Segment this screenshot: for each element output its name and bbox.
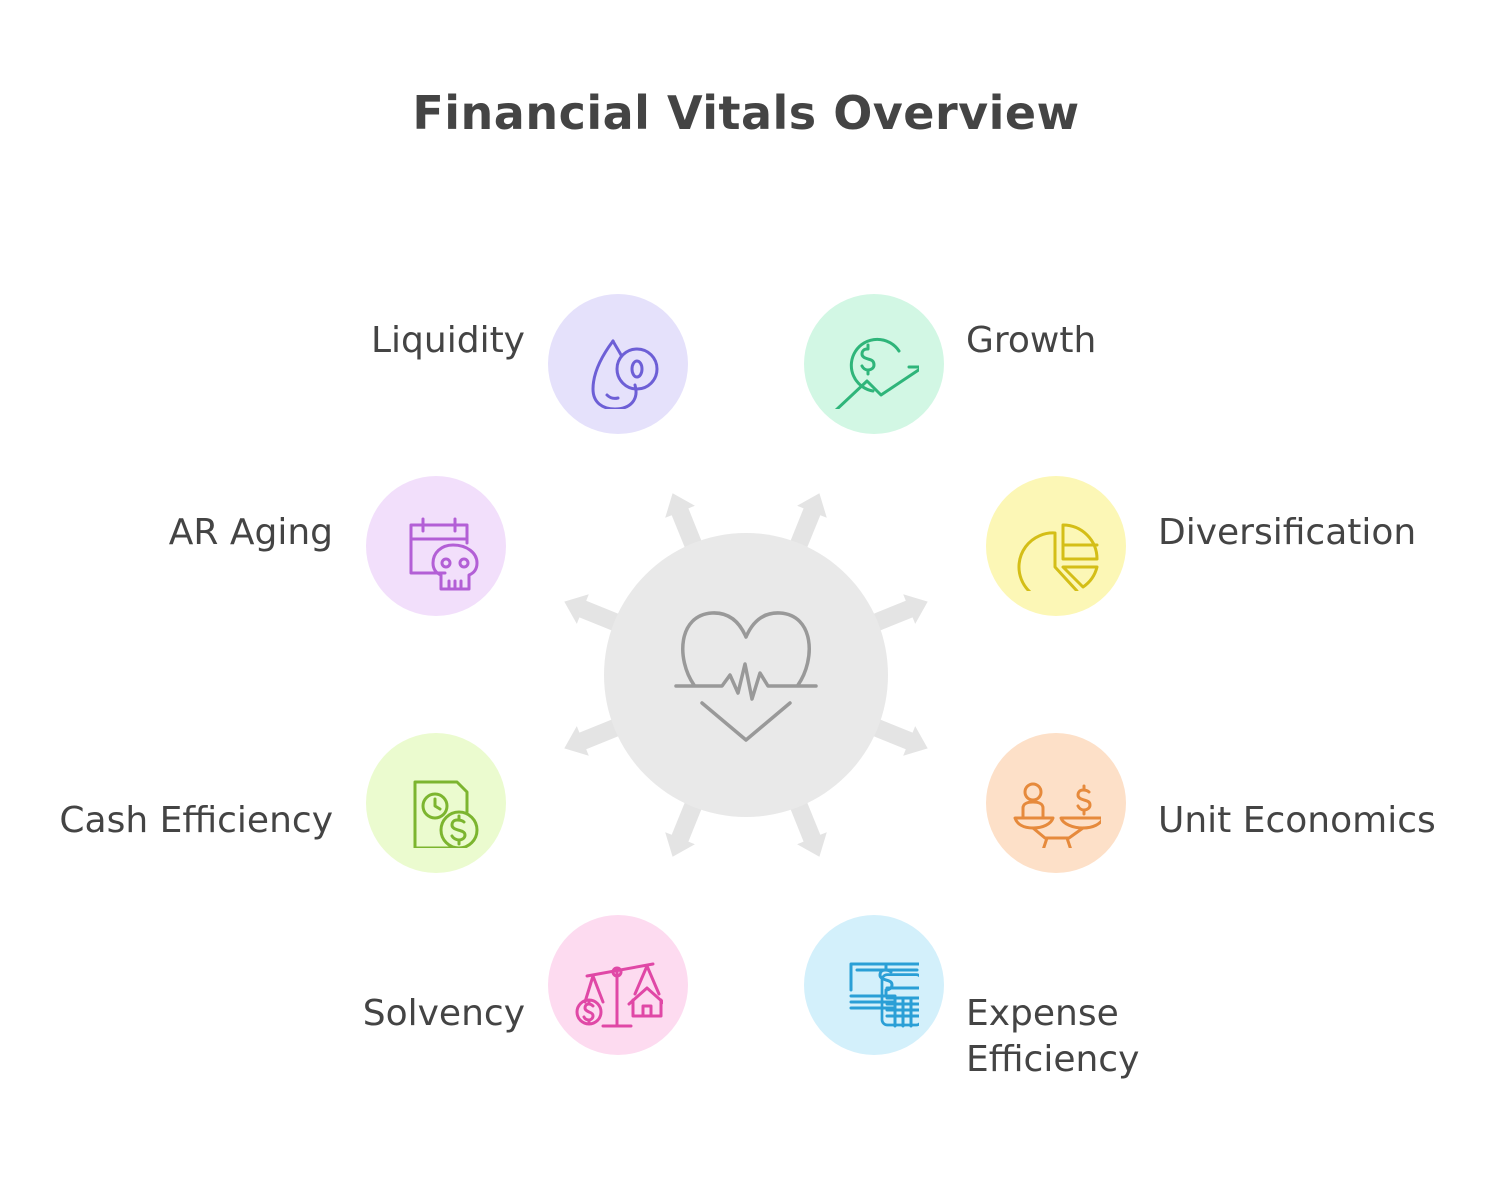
arrow-to-unit-economics [863,715,928,756]
label-unit-economics: Unit Economics [1158,800,1436,841]
label-growth: Growth [966,320,1097,361]
node-ar-aging [366,476,506,616]
label-solvency: Solvency [362,993,525,1034]
money-calculator-icon [849,962,919,1028]
balance-scale-house-icon [575,962,663,1028]
center-hub [604,533,888,817]
label-expense-efficiency-line1: Expense [966,993,1119,1034]
arrow-to-solvency [665,792,706,857]
document-clock-dollar-icon [413,780,479,848]
node-diversification [986,476,1126,616]
label-cash-efficiency: Cash Efficiency [59,800,333,841]
person-dollar-scale-icon [1013,782,1101,848]
node-solvency [548,915,688,1055]
label-expense-efficiency-line2: Efficiency [966,1039,1140,1080]
dollar-growth-arrow-icon [834,337,919,409]
pie-chart-icon [1017,523,1099,591]
diagram-title: Financial Vitals Overview [412,86,1080,140]
label-liquidity: Liquidity [370,320,525,361]
node-expense-efficiency [804,915,944,1055]
arrow-to-expense-efficiency [786,792,827,857]
label-diversification: Diversification [1158,512,1417,553]
node-liquidity [548,294,688,434]
label-ar-aging: AR Aging [168,512,333,553]
water-drop-coin-icon [591,339,659,409]
label-expense-efficiency: Expense Efficiency [966,991,1139,1083]
calendar-skull-icon [409,517,479,591]
node-cash-efficiency [366,733,506,873]
node-unit-economics [986,733,1126,873]
node-growth [804,294,944,434]
arrow-to-diversification [863,594,928,635]
heart-pulse-icon [674,611,818,742]
